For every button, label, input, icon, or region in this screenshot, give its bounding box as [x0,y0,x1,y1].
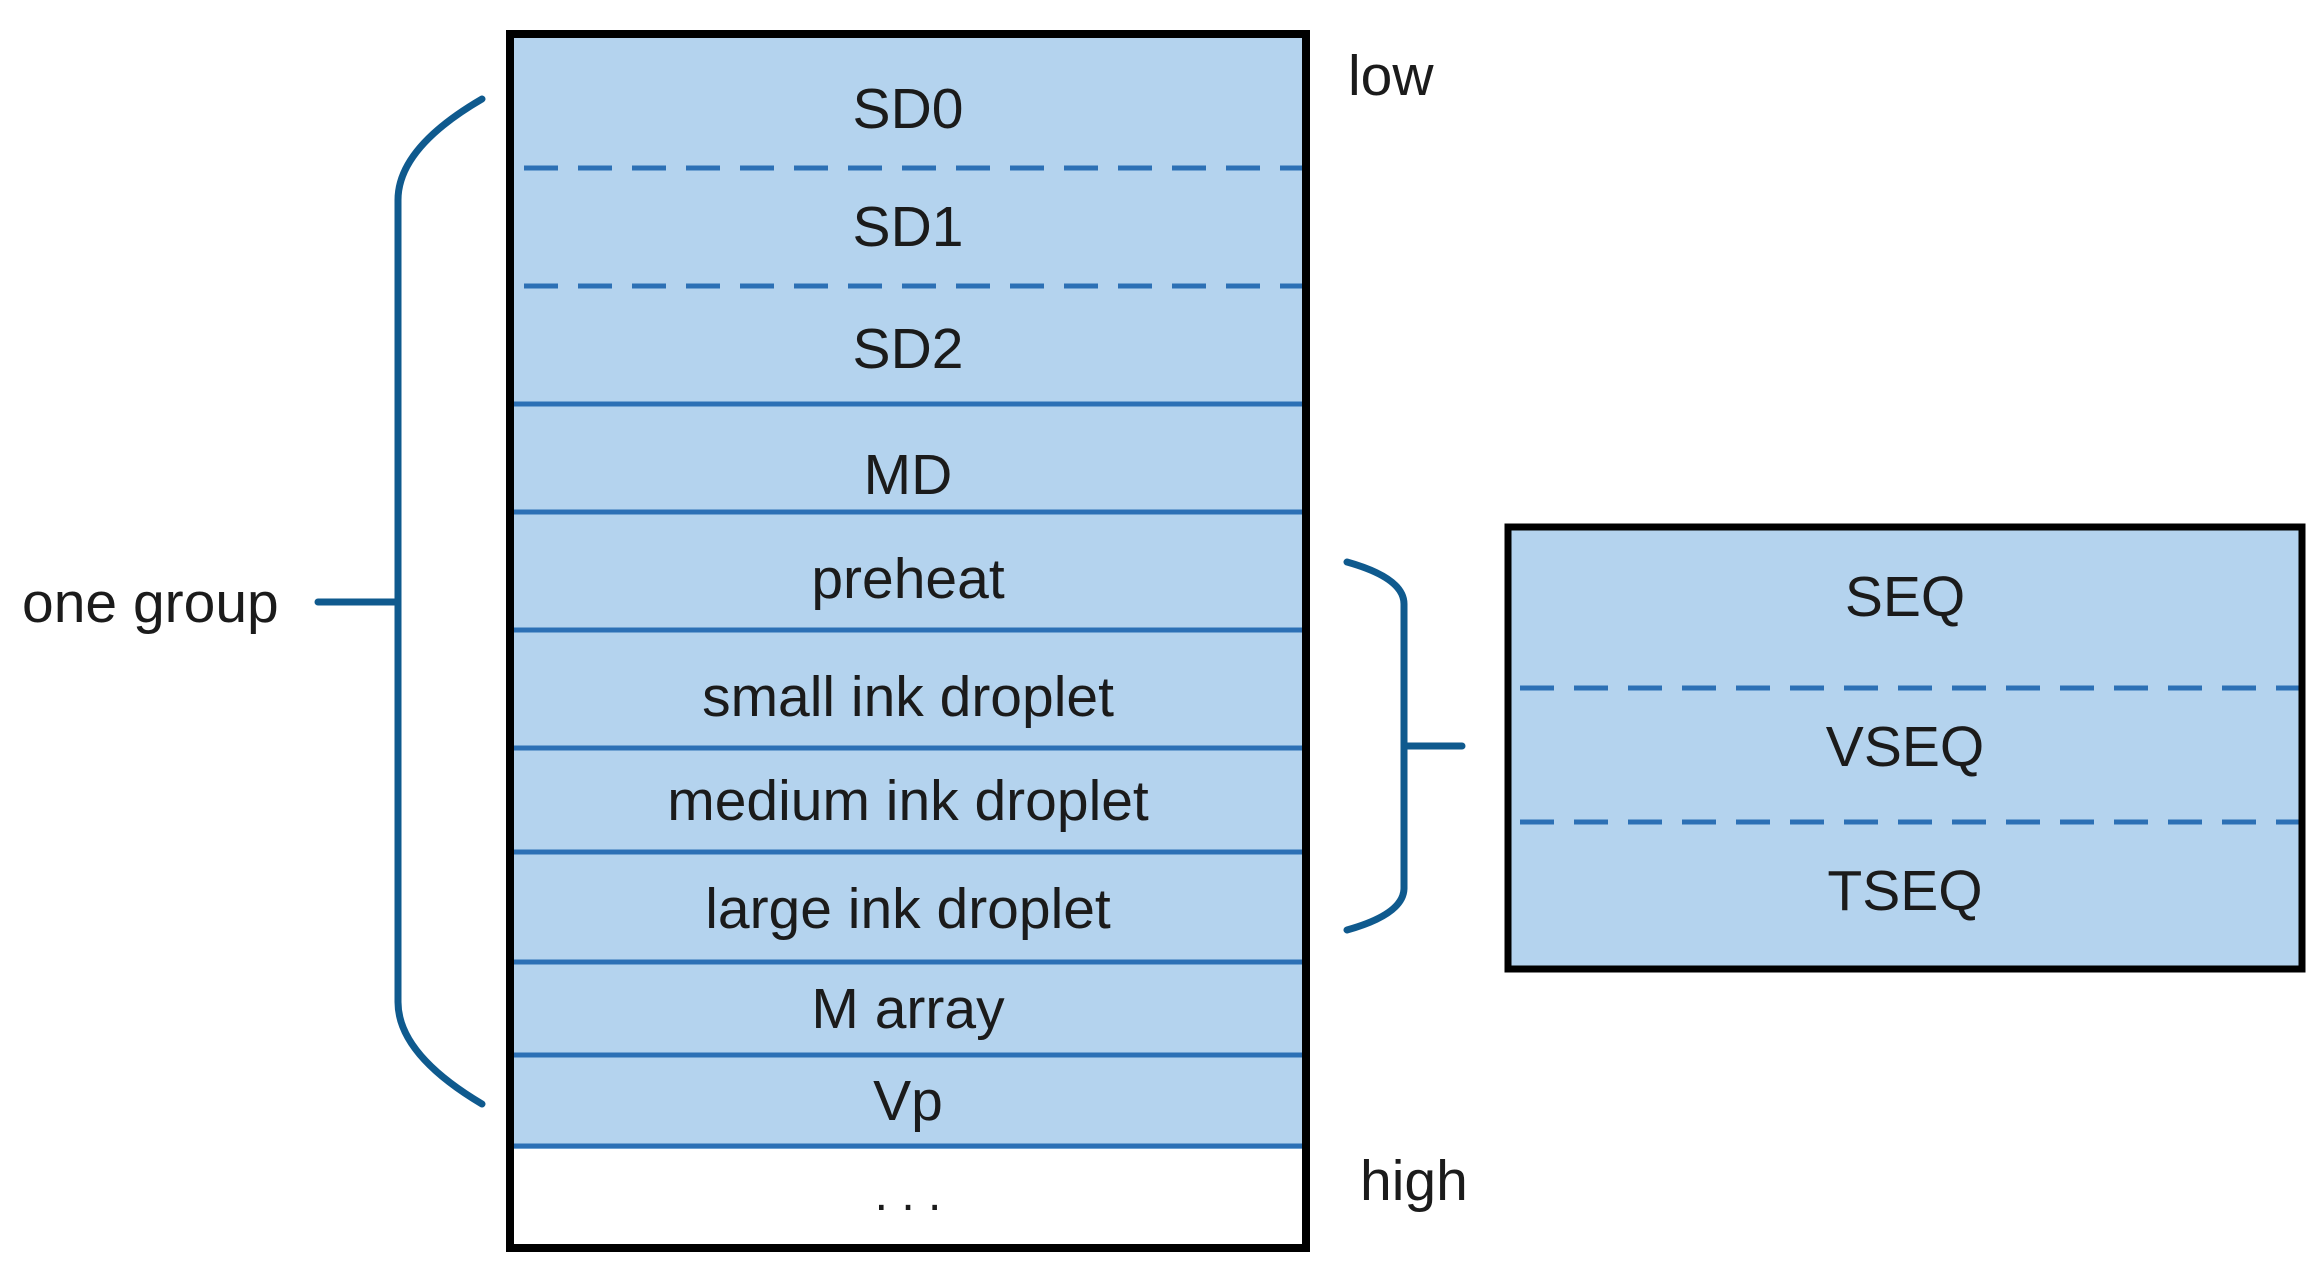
stack-row-vp: Vp [873,1069,943,1133]
stack-row-m-array: M array [811,977,1005,1041]
sequence-row-seq: SEQ [1845,565,1965,629]
stack-row-md: MD [864,443,953,507]
sequence-box-fill [1508,527,2302,969]
sequence-row-vseq: VSEQ [1826,715,1984,779]
stack-row-large-ink-droplet: large ink droplet [705,877,1111,941]
stack-row-sd0: SD0 [853,77,964,141]
stack-outline [506,30,1310,1252]
stack-row-sd2: SD2 [853,317,964,381]
curly-brace-left-icon [394,95,486,1108]
stack-dividers [512,165,1304,1149]
sequence-dividers [1520,685,2302,825]
stack-row-sd1: SD1 [853,195,964,259]
sequence-labels: SEQ VSEQ TSEQ [1826,565,1984,923]
stack-row-medium-ink-droplet: medium ink droplet [667,769,1149,833]
sequence-box: SEQ VSEQ TSEQ [1504,523,2306,973]
stack-row-small-ink-droplet: small ink droplet [702,665,1114,729]
sequence-box-outline [1504,523,2306,973]
sequence-row-tseq: TSEQ [1827,859,1982,923]
stack-row-ellipsis: . . . [875,1168,942,1221]
high-address-label: high [1360,1149,1468,1213]
curly-brace-right-icon [1343,558,1408,934]
low-address-label: low [1348,44,1434,108]
stack-row-preheat: preheat [811,547,1004,611]
one-group-label: one group [22,571,279,635]
